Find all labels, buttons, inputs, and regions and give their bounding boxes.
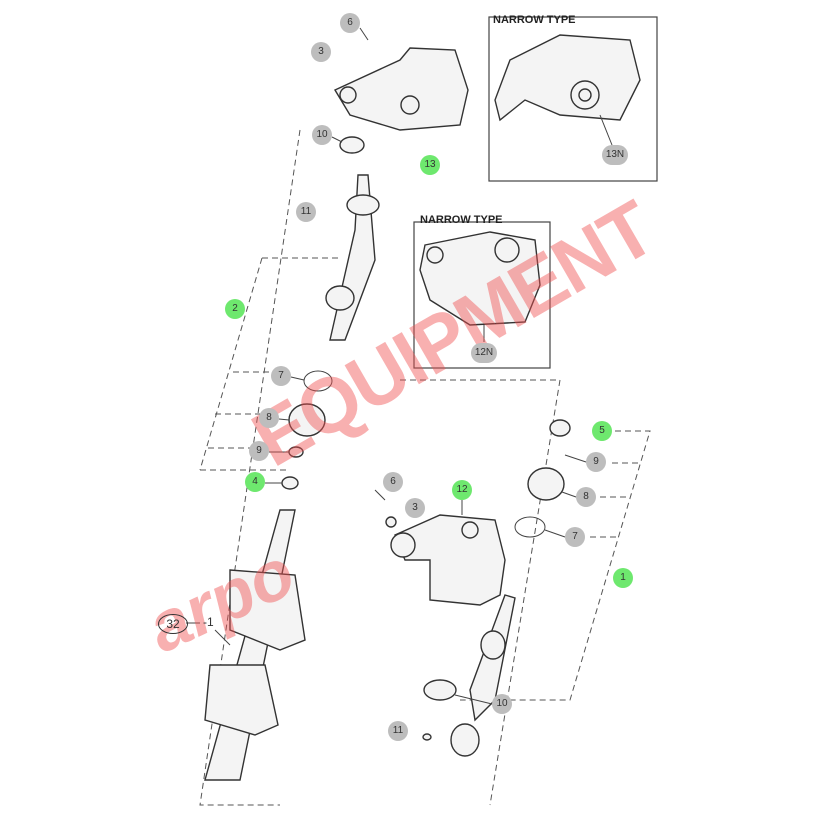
callout-10[interactable]: 10 (492, 694, 512, 714)
callout-8[interactable]: 8 (259, 408, 279, 428)
callout-1[interactable]: 1 (613, 568, 633, 588)
callout-5[interactable]: 5 (592, 421, 612, 441)
callout-8[interactable]: 8 (576, 487, 596, 507)
callout-2[interactable]: 2 (225, 299, 245, 319)
reference-32[interactable]: 32 (158, 614, 188, 634)
callout-10[interactable]: 10 (312, 125, 332, 145)
callout-6[interactable]: 6 (340, 13, 360, 33)
callout-9[interactable]: 9 (249, 441, 269, 461)
reference-suffix: -1 (203, 615, 214, 629)
group-bracket-right (400, 379, 561, 806)
callout-11[interactable]: 11 (296, 202, 316, 222)
narrow-type-box-12n (413, 221, 551, 369)
bushing-10-top (339, 136, 365, 154)
callout-12[interactable]: 12 (452, 480, 472, 500)
bracket-13 (333, 47, 469, 131)
callout-3[interactable]: 3 (311, 42, 331, 62)
bracket-13n (494, 34, 641, 122)
callout-7[interactable]: 7 (271, 366, 291, 386)
bushing-10-bottom (423, 679, 457, 701)
callout-13n[interactable]: 13N (602, 145, 628, 165)
callout-6[interactable]: 6 (383, 472, 403, 492)
callout-11[interactable]: 11 (388, 721, 408, 741)
o-ring-7-left (303, 370, 333, 392)
callout-13[interactable]: 13 (420, 155, 440, 175)
callout-7[interactable]: 7 (565, 527, 585, 547)
o-ring-7-right (514, 516, 546, 538)
callout-9[interactable]: 9 (586, 452, 606, 472)
narrow-type-box-13n (488, 16, 658, 182)
narrow-type-label: NARROW TYPE (420, 214, 503, 226)
callout-12n[interactable]: 12N (471, 343, 497, 363)
narrow-type-label: NARROW TYPE (493, 14, 576, 26)
group-bracket-left (199, 129, 301, 806)
callout-4[interactable]: 4 (245, 472, 265, 492)
callout-3[interactable]: 3 (405, 498, 425, 518)
boot-8-right (527, 467, 565, 501)
bracket-12 (394, 514, 506, 606)
